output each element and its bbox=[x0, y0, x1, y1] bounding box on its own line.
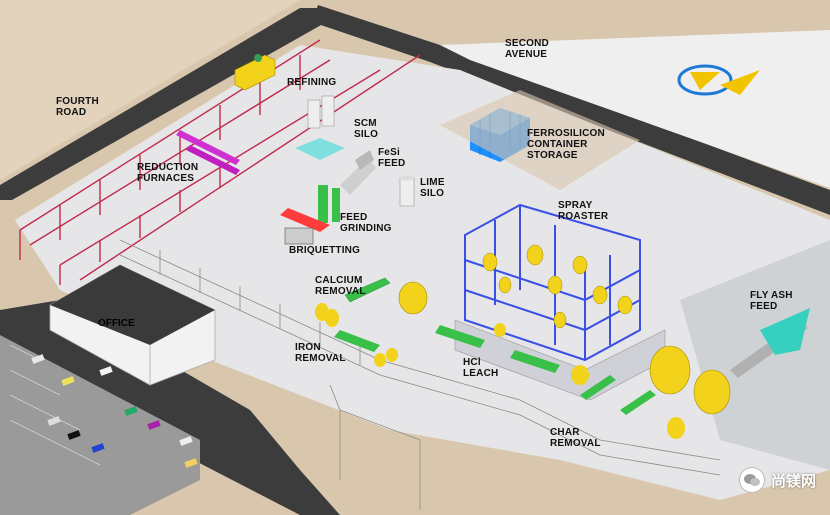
office-building bbox=[49, 264, 216, 386]
roads bbox=[0, 5, 830, 515]
roaster-tanks bbox=[482, 244, 633, 329]
label-reduction-furnaces: REDUCTION FURNACES bbox=[137, 162, 199, 184]
compass-icon bbox=[677, 64, 760, 96]
parking-lot bbox=[0, 335, 200, 515]
sand-area bbox=[0, 0, 300, 180]
lime-silo bbox=[399, 175, 415, 207]
label-refining: REFINING bbox=[287, 77, 337, 88]
label-fly-ash-feed: FLY ASH FEED bbox=[750, 290, 793, 312]
label-briquetting: BRIQUETTING bbox=[289, 245, 361, 256]
feed-grinding bbox=[280, 185, 340, 232]
label-scm-silo: SCM SILO bbox=[354, 118, 379, 140]
label-office: OFFICE bbox=[98, 318, 135, 329]
char-removal bbox=[571, 365, 685, 439]
fesi-feed bbox=[340, 150, 376, 195]
storage-yard bbox=[440, 90, 640, 190]
briquetting bbox=[284, 227, 314, 245]
reduction-furnaces bbox=[176, 130, 240, 175]
label-ferrosilicon-storage: FERROSILICON CONTAINER STORAGE bbox=[527, 128, 605, 161]
label-char-removal: CHAR REMOVAL bbox=[550, 427, 601, 449]
fly-ash-feed bbox=[730, 308, 810, 378]
refining-unit bbox=[234, 54, 276, 91]
spray-roaster-frame bbox=[464, 203, 641, 362]
hcl-leach bbox=[435, 323, 560, 373]
label-second-avenue: SECOND AVENUE bbox=[505, 38, 549, 60]
label-iron-removal: IRON REMOVAL bbox=[295, 342, 346, 364]
label-lime-silo: LIME SILO bbox=[420, 177, 445, 199]
iron-removal bbox=[315, 303, 398, 367]
fly-ash-tanks bbox=[649, 345, 731, 415]
label-calcium-removal: CALCIUM REMOVAL bbox=[315, 275, 366, 297]
watermark-text: 尚镁网 bbox=[770, 471, 816, 490]
plant-floor bbox=[15, 45, 830, 500]
calcium-removal bbox=[344, 277, 428, 315]
label-fesi-feed: FeSi FEED bbox=[378, 147, 406, 169]
fences bbox=[119, 239, 721, 510]
label-hcl-leach: HCl LEACH bbox=[463, 357, 499, 379]
label-feed-grinding: FEED GRINDING bbox=[340, 212, 392, 234]
watermark: 尚镁网 bbox=[738, 467, 816, 493]
label-spray-roaster: SPRAY ROASTER bbox=[558, 200, 609, 222]
label-fourth-road: FOURTH ROAD bbox=[56, 96, 99, 118]
scm-silo bbox=[295, 95, 345, 160]
wechat-icon bbox=[738, 467, 765, 493]
